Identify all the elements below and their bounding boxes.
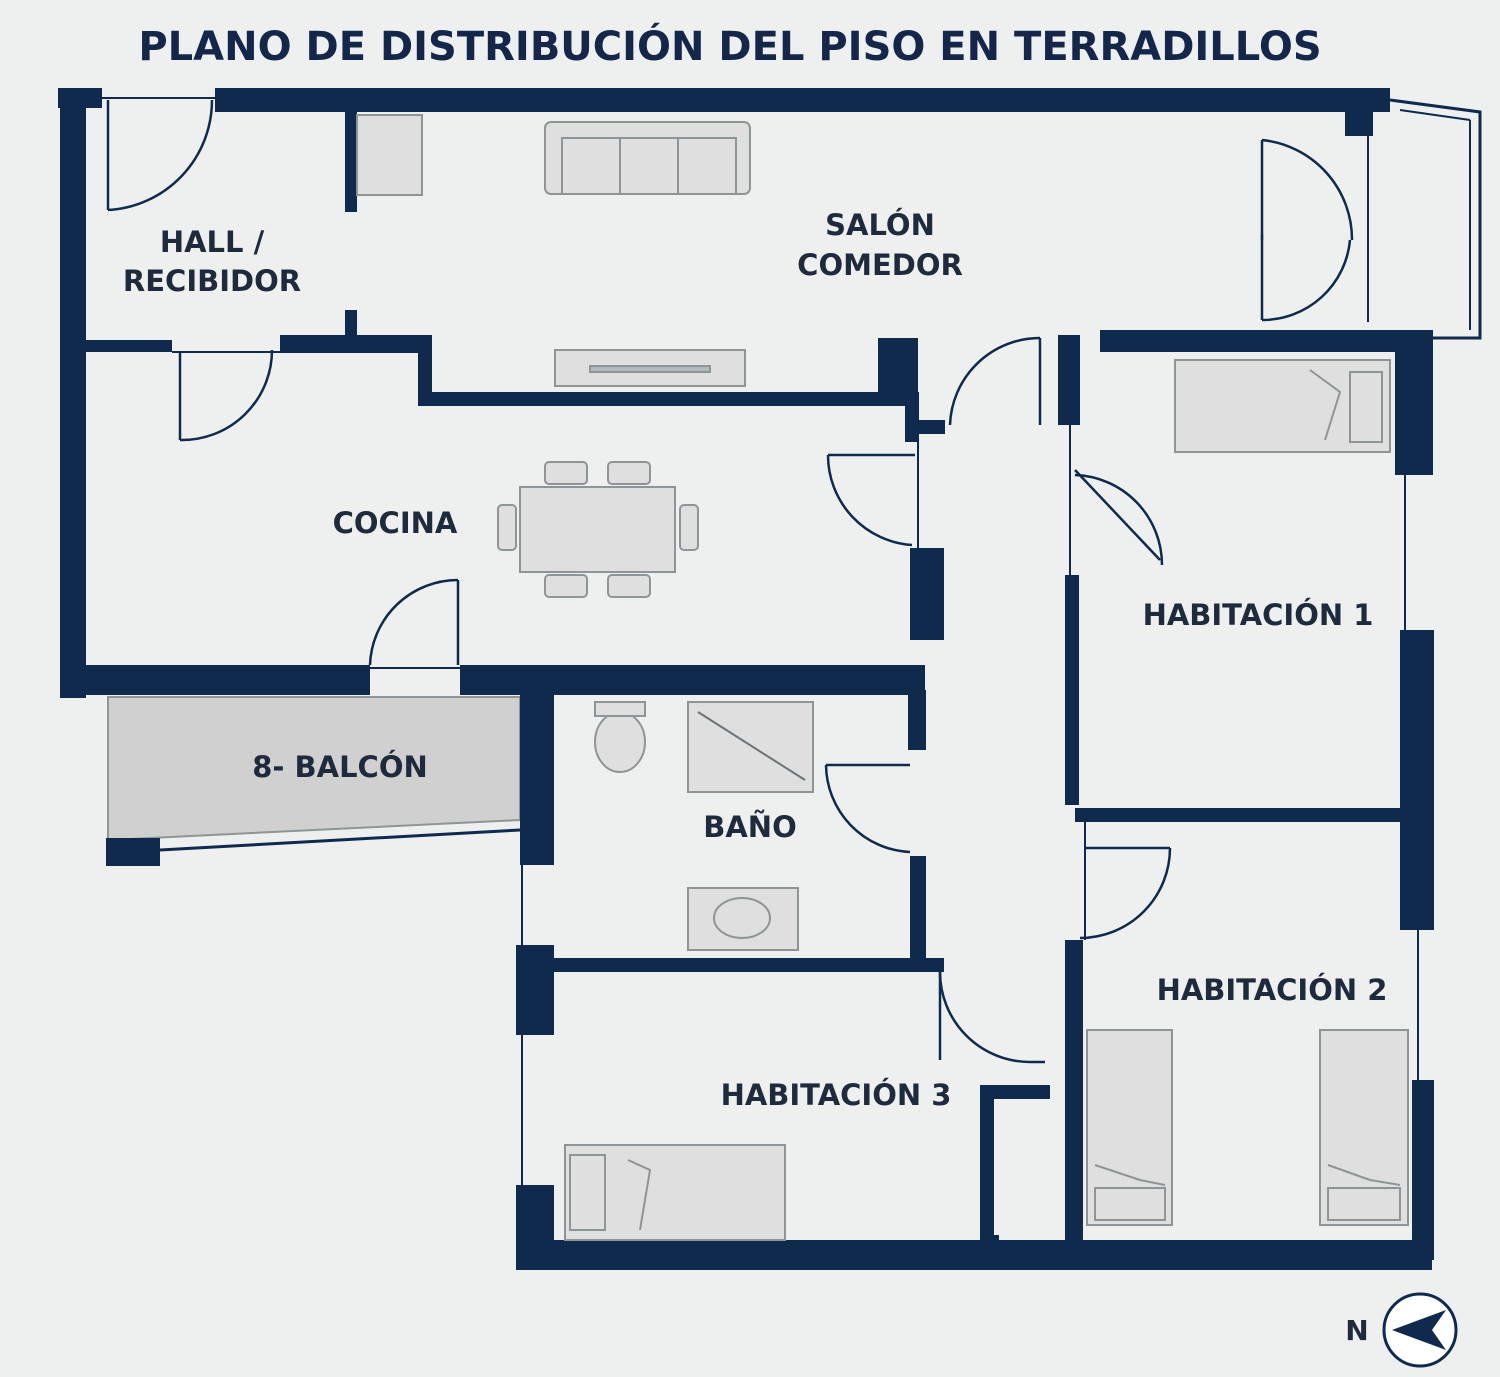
room-label-balcon: 8- BALCÓN — [252, 750, 428, 784]
page-title: PLANO DE DISTRIBUCIÓN DEL PISO EN TERRAD… — [138, 22, 1321, 70]
walls — [58, 88, 1434, 1270]
furniture — [356, 114, 1409, 1241]
room-label-cocina: COCINA — [333, 506, 458, 540]
doors — [106, 99, 1354, 1064]
room-label-habitacion-2: HABITACIÓN 2 — [1157, 973, 1388, 1007]
room-label-salon: SALÓN — [825, 208, 935, 242]
armchair — [356, 114, 423, 196]
toilet — [594, 711, 646, 773]
compass: N — [1345, 1292, 1458, 1368]
thin-lines — [102, 97, 1419, 1185]
balcony-railing — [159, 828, 521, 852]
room-label-bano: BAÑO — [703, 810, 796, 844]
terrace-inner-line — [1399, 109, 1471, 121]
room-label-habitacion-1: HABITACIÓN 1 — [1143, 598, 1374, 632]
terrace-outline — [1389, 98, 1482, 340]
north-arrow-icon — [1392, 1310, 1446, 1350]
shower — [687, 701, 814, 793]
compass-label: N — [1345, 1314, 1368, 1347]
room-label-hall: HALL / — [160, 225, 265, 259]
dining-table — [519, 486, 676, 573]
room-label-salon: COMEDOR — [797, 248, 963, 282]
room-label-habitacion-3: HABITACIÓN 3 — [721, 1078, 952, 1112]
room-label-hall: RECIBIDOR — [123, 264, 301, 298]
